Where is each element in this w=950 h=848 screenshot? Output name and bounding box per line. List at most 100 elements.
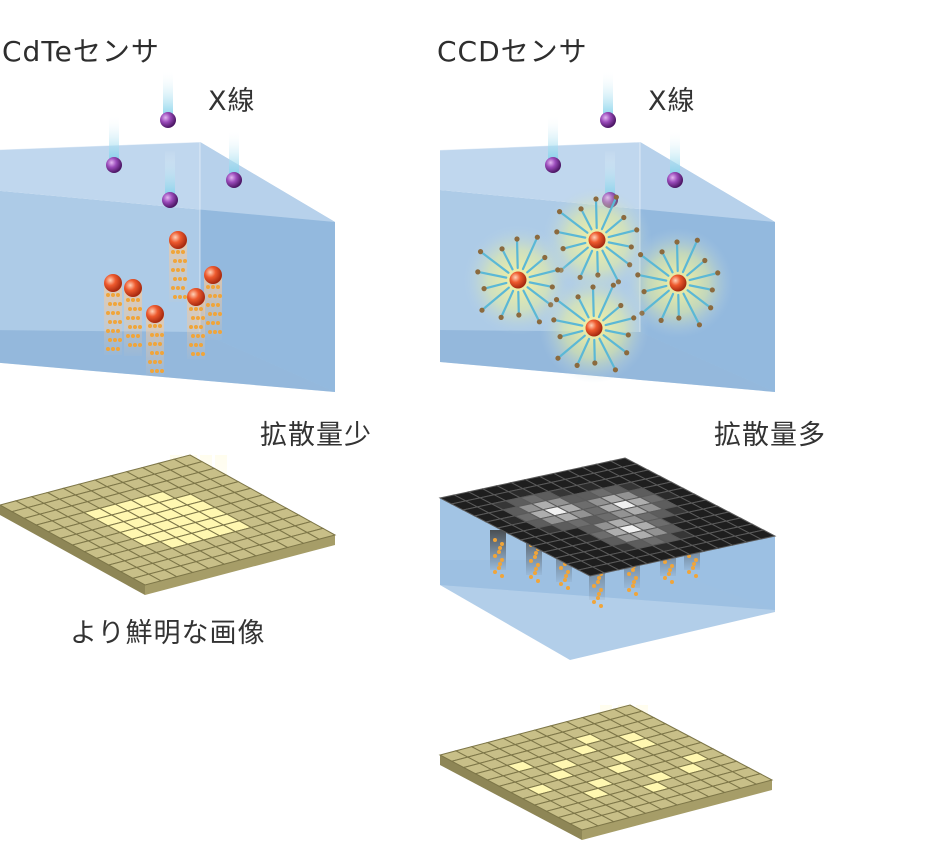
electron-dot	[116, 311, 120, 315]
electron-dot	[178, 277, 182, 281]
scatter-ray	[596, 202, 597, 228]
electron-dot	[493, 538, 497, 542]
electron-dot	[153, 324, 157, 328]
electron-dot	[597, 576, 601, 580]
electron-dot	[138, 343, 142, 347]
electron-dot	[133, 325, 137, 329]
electron-dot	[181, 250, 185, 254]
electron-dot	[189, 325, 193, 329]
electron-dot	[498, 562, 502, 566]
electron-dot	[118, 320, 122, 324]
electron-dot	[176, 250, 180, 254]
electron-dot	[196, 352, 200, 356]
scatter-electron	[575, 363, 580, 368]
scatter-electron	[674, 239, 679, 244]
electron-dot	[670, 580, 674, 584]
electron-dot	[111, 311, 115, 315]
electron-dot	[534, 551, 538, 555]
electron-dot	[171, 268, 175, 272]
electron-dot	[559, 582, 563, 586]
cdte-charge-cloud	[187, 288, 205, 306]
electron-dot	[218, 312, 222, 316]
electron-dot	[563, 578, 567, 582]
electron-dot	[536, 579, 540, 583]
scatter-electron	[702, 258, 707, 263]
electron-dot	[189, 343, 193, 347]
electron-dot	[663, 576, 667, 580]
electron-dot	[171, 250, 175, 254]
electron-dot	[208, 294, 212, 298]
scatter-electron	[613, 367, 618, 372]
electron-dot	[194, 343, 198, 347]
scatter-electron	[641, 289, 646, 294]
electron-dot	[592, 584, 596, 588]
electron-dot	[128, 343, 132, 347]
electron-dot	[632, 580, 636, 584]
ccd-xray-particle-beam	[548, 115, 558, 161]
cdte-result-label: より鮮明な画像	[70, 620, 265, 647]
electron-dot	[128, 307, 132, 311]
electron-dot	[559, 566, 563, 570]
cdte-charge-cloud	[169, 231, 187, 249]
scatter-electron	[590, 284, 595, 289]
electron-dot	[211, 303, 215, 307]
electron-dot	[634, 592, 638, 596]
scatter-electron	[516, 312, 521, 317]
scatter-electron	[710, 287, 715, 292]
electron-dot	[150, 369, 154, 373]
electron-dot	[493, 554, 497, 558]
electron-dot	[148, 324, 152, 328]
electron-dot	[627, 572, 631, 576]
scatter-electron	[629, 244, 634, 249]
electron-dot	[529, 559, 533, 563]
electron-dot	[529, 575, 533, 579]
electron-dot	[694, 558, 698, 562]
electron-dot	[155, 369, 159, 373]
scatter-electron	[624, 350, 629, 355]
electron-dot	[211, 285, 215, 289]
scatter-electron	[554, 297, 559, 302]
electron-dot	[206, 321, 210, 325]
electron-dot	[113, 302, 117, 306]
ccd-xray-particle-beam	[670, 130, 680, 176]
scatter-electron	[575, 294, 580, 299]
scatter-electron	[659, 249, 664, 254]
ccd-image-grid	[440, 705, 772, 840]
scatter-electron	[659, 318, 664, 323]
electron-dot	[208, 312, 212, 316]
electron-dot	[131, 298, 135, 302]
electron-dot	[536, 563, 540, 567]
electron-dot	[173, 277, 177, 281]
electron-dot	[631, 568, 635, 572]
electron-dot	[599, 588, 603, 592]
scatter-electron	[499, 315, 504, 320]
scatter-electron	[634, 227, 639, 232]
electron-dot	[213, 294, 217, 298]
electron-dot	[136, 298, 140, 302]
ccd-charge-cloud	[586, 320, 603, 337]
electron-dot	[106, 347, 110, 351]
electron-dot	[153, 360, 157, 364]
electron-dot	[116, 329, 120, 333]
electron-dot	[181, 286, 185, 290]
electron-dot	[113, 320, 117, 324]
scatter-electron	[557, 334, 562, 339]
electron-dot	[155, 351, 159, 355]
electron-dot	[148, 360, 152, 364]
electron-dot	[106, 293, 110, 297]
electron-dot	[173, 295, 177, 299]
scatter-electron	[626, 332, 631, 337]
electron-dot	[106, 311, 110, 315]
electron-dot	[500, 542, 504, 546]
ccd-charge-cloud	[589, 232, 606, 249]
electron-dot	[599, 604, 603, 608]
scatter-ray	[593, 290, 594, 316]
electron-dot	[206, 285, 210, 289]
electron-dot	[133, 343, 137, 347]
electron-dot	[150, 351, 154, 355]
scatter-electron	[697, 322, 702, 327]
scatter-electron	[535, 235, 540, 240]
electron-dot	[158, 342, 162, 346]
electron-dot	[133, 307, 137, 311]
